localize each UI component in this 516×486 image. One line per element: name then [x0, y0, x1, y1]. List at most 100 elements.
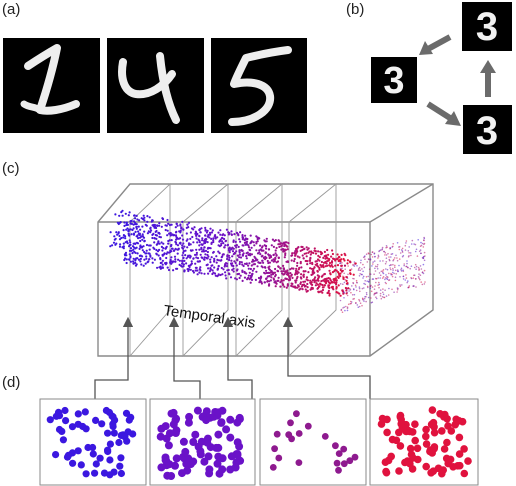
spike-point: [225, 265, 229, 268]
spike-point: [162, 242, 165, 245]
spike-point: [209, 258, 212, 261]
spike-point: [187, 269, 190, 273]
spike-point: [132, 232, 136, 235]
digit-tile-4: [107, 38, 204, 133]
spike-point: [284, 252, 287, 255]
projected-spike-point: [352, 282, 355, 285]
svg-text:3: 3: [476, 109, 498, 153]
projected-spike-point: [373, 260, 376, 262]
spike-point: [247, 264, 250, 267]
spike-dot: [104, 447, 112, 456]
spike-point: [272, 277, 275, 280]
spike-point: [306, 263, 309, 266]
projected-spike-point: [350, 268, 353, 270]
spike-point: [217, 231, 220, 234]
spike-point: [325, 262, 328, 265]
projected-spike-point: [349, 300, 352, 303]
spike-point: [172, 234, 175, 237]
projected-spike-point: [422, 256, 425, 258]
spike-point: [112, 241, 116, 244]
spike-point: [128, 258, 131, 261]
spike-point: [302, 274, 305, 277]
spike-point: [328, 282, 331, 285]
spike-point: [216, 236, 219, 239]
spike-dot: [383, 415, 391, 424]
spike-point: [239, 240, 242, 243]
frame-magenta: [259, 398, 367, 486]
spike-dot: [332, 442, 339, 450]
spike-point: [305, 252, 308, 255]
spike-point: [239, 274, 242, 277]
spike-point: [145, 255, 148, 258]
spike-point: [153, 241, 156, 244]
spike-point: [304, 259, 307, 263]
spike-point: [318, 268, 321, 271]
projected-spike-point: [368, 252, 370, 255]
projected-spike-point: [395, 273, 398, 275]
arrow-bottom-to-top: [480, 60, 496, 97]
connector-arrow: [94, 316, 134, 399]
spike-point: [114, 213, 117, 216]
spike-point: [185, 239, 188, 242]
projected-spike-point: [405, 240, 408, 242]
spike-point: [327, 285, 330, 288]
spike-point: [136, 242, 140, 245]
spike-dot: [89, 450, 97, 458]
spike-point: [276, 279, 279, 282]
projected-spike-point: [358, 300, 361, 302]
spike-point: [302, 280, 305, 283]
spike-point: [337, 259, 340, 263]
spike-dot: [117, 454, 125, 462]
spike-point: [239, 256, 243, 259]
spike-point: [219, 273, 222, 277]
spike-point: [183, 259, 186, 262]
spike-dot: [411, 420, 419, 429]
spike-point: [245, 262, 248, 265]
projected-spike-point: [399, 276, 401, 278]
spike-point: [255, 270, 258, 273]
projected-spike-point: [419, 265, 422, 267]
projected-spike-point: [373, 294, 375, 296]
spike-dot: [408, 465, 417, 473]
spike-point: [208, 231, 212, 234]
projected-spike-point: [388, 256, 390, 258]
projected-spike-point: [342, 283, 344, 286]
spike-point: [151, 224, 154, 227]
spike-point: [169, 260, 172, 263]
spike-point: [189, 231, 192, 234]
spike-point: [315, 282, 318, 285]
spike-point: [266, 279, 269, 283]
spike-point: [219, 238, 222, 241]
spike-point: [173, 255, 177, 258]
spike-dot: [172, 454, 181, 463]
spike-point: [235, 244, 238, 247]
spike-point: [226, 244, 229, 247]
spike-point: [274, 249, 277, 252]
spike-dot: [116, 462, 124, 470]
spike-point: [232, 239, 235, 242]
spike-point: [277, 243, 280, 246]
spike-dot: [59, 436, 67, 444]
projected-spike-point: [406, 281, 409, 284]
spike-point: [246, 251, 249, 254]
spike-point: [282, 270, 285, 273]
projected-spike-point: [384, 278, 386, 281]
spike-point: [125, 228, 128, 231]
spike-point: [244, 234, 247, 237]
spike-point: [253, 255, 256, 258]
projected-spike-point: [390, 253, 393, 255]
projected-spike-point: [400, 267, 403, 270]
projected-spike-point: [410, 254, 412, 257]
spike-point: [280, 245, 283, 248]
spike-dot: [185, 412, 194, 421]
projected-spike-point: [408, 246, 411, 248]
projected-spike-point: [368, 268, 371, 271]
spike-dot: [89, 443, 97, 452]
spike-point: [175, 267, 178, 270]
spike-point: [214, 234, 217, 237]
spike-point: [151, 261, 154, 264]
spike-point: [190, 227, 194, 230]
spike-point: [195, 266, 198, 269]
projected-spike-point: [364, 258, 366, 261]
spike-point: [181, 234, 184, 237]
